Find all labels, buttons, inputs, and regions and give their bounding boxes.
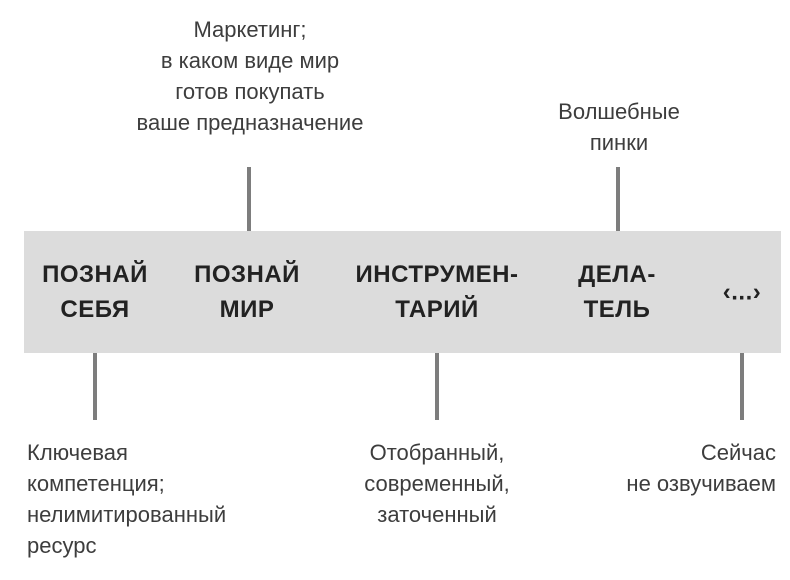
annotation-key-competence: Ключевая компетенция; нелимитированный р… bbox=[27, 440, 227, 558]
stage-band: ПОЗНАЙ СЕБЯ ПОЗНАЙ МИР ИНСТРУМЕН- ТАРИЙ … bbox=[24, 231, 781, 353]
stage-label-ellipsis: ‹...› bbox=[722, 278, 762, 306]
connector-line-bottom-poznay-sebya bbox=[93, 353, 97, 420]
connector-line-bottom-instrumentariy bbox=[435, 353, 439, 420]
annotation-toolkit-qualities: Отобранный, современный, заточенный bbox=[364, 440, 510, 527]
stage-label-delatel: ДЕЛА- ТЕЛЬ bbox=[578, 261, 656, 323]
annotation-marketing: Маркетинг; в каком виде мир готов покупа… bbox=[136, 17, 364, 135]
connector-line-bottom-ellipsis bbox=[740, 353, 744, 420]
annotation-magic-kicks: Волшебные пинки bbox=[558, 99, 680, 155]
stage-label-instrumentariy: ИНСТРУМЕН- ТАРИЙ bbox=[355, 261, 519, 323]
stage-label-poznay-mir: ПОЗНАЙ МИР bbox=[194, 261, 300, 323]
connector-line-top-poznay-mir bbox=[247, 167, 251, 231]
stage-label-poznay-sebya: ПОЗНАЙ СЕБЯ bbox=[42, 261, 148, 323]
connector-line-top-delatel bbox=[616, 167, 620, 231]
annotation-not-voiced: Сейчас не озвучиваем bbox=[626, 440, 776, 496]
